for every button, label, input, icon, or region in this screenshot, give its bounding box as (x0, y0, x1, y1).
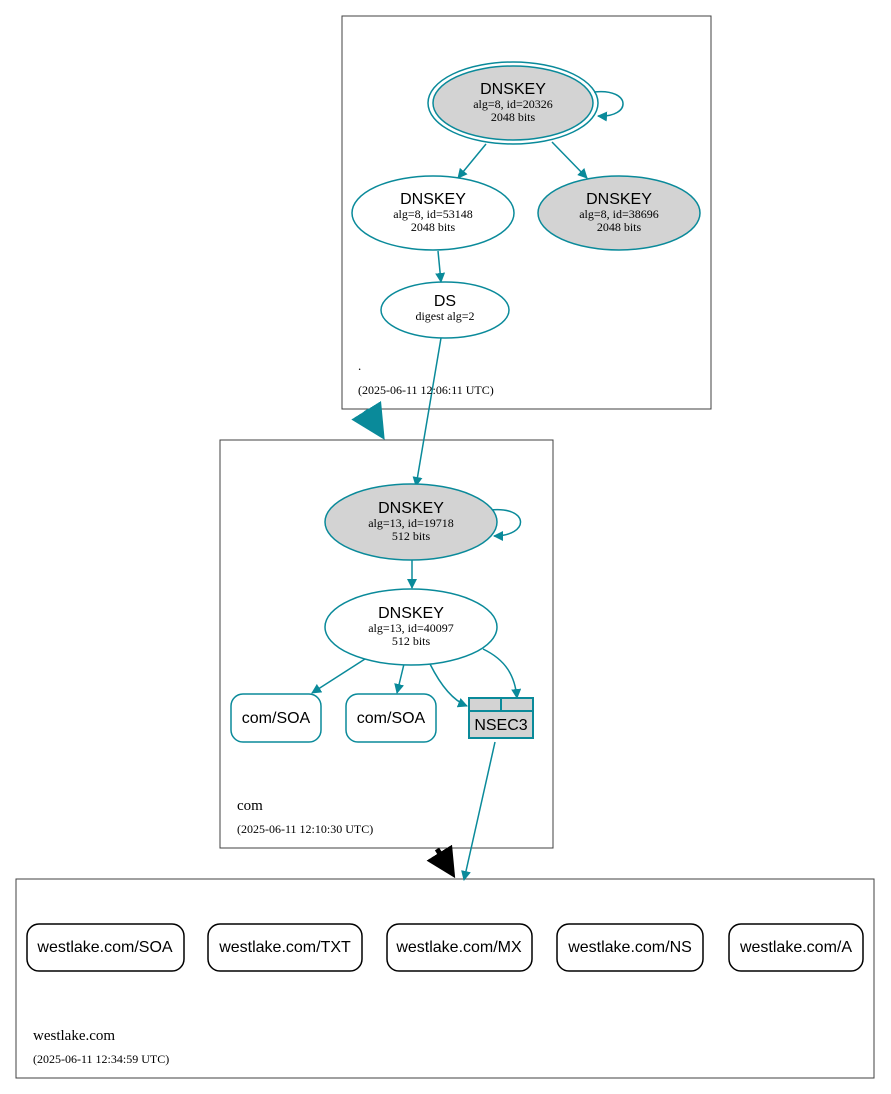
westlake-ns-label: westlake.com/NS (567, 939, 692, 956)
com-soa-node-1[interactable]: com/SOA (230, 693, 322, 743)
com-zsk-detail: alg=13, id=40097 (368, 621, 454, 635)
westlake-mx-node[interactable]: westlake.com/MX (386, 923, 533, 972)
com-zone-timestamp: (2025-06-11 12:10:30 UTC) (237, 822, 373, 836)
ds-detail: digest alg=2 (415, 309, 474, 323)
root-standby-detail: alg=8, id=38696 (579, 207, 659, 221)
com-zone-name: com (237, 798, 263, 814)
westlake-soa-label: westlake.com/SOA (36, 939, 172, 956)
com-zsk-node[interactable]: DNSKEY alg=13, id=40097 512 bits (324, 588, 498, 666)
com-zsk-title: DNSKEY (378, 605, 444, 622)
com-nsec3-node[interactable]: NSEC3 (468, 697, 534, 739)
westlake-txt-label: westlake.com/TXT (218, 939, 351, 956)
com-ksk-size: 512 bits (392, 529, 431, 543)
root-ksk-title: DNSKEY (480, 81, 546, 98)
westlake-soa-node[interactable]: westlake.com/SOA (26, 923, 185, 972)
edge-root-ksk-to-zsk (457, 143, 487, 179)
edge-root-ksk-self (593, 90, 624, 122)
zone-com-box (219, 439, 554, 849)
edge-com-zsk-to-soa1 (311, 658, 366, 694)
edge-com-zsk-to-nsec3-b (482, 648, 522, 699)
edge-nsec3-to-westlake (461, 741, 496, 881)
westlake-zone-timestamp: (2025-06-11 12:34:59 UTC) (33, 1052, 169, 1066)
westlake-txt-node[interactable]: westlake.com/TXT (207, 923, 363, 972)
edge-root-zsk-to-ds (435, 250, 446, 283)
edge-ds-to-com-ksk (412, 337, 442, 487)
root-zone-timestamp: (2025-06-11 12:06:11 UTC) (358, 383, 494, 397)
com-ksk-detail: alg=13, id=19718 (368, 516, 454, 530)
westlake-a-label: westlake.com/A (739, 939, 852, 956)
com-ksk-node[interactable]: DNSKEY alg=13, id=19718 512 bits (324, 483, 498, 561)
zone-westlake-box (15, 878, 875, 1079)
com-soa-label-2: com/SOA (357, 710, 426, 727)
root-standby-key-node[interactable]: DNSKEY alg=8, id=38696 2048 bits (537, 175, 701, 251)
westlake-a-node[interactable]: westlake.com/A (728, 923, 864, 972)
root-ksk-detail: alg=8, id=20326 (473, 97, 553, 111)
root-standby-title: DNSKEY (586, 191, 652, 208)
root-standby-size: 2048 bits (597, 220, 642, 234)
delegation-com-to-westlake-arrow (426, 844, 456, 879)
edge-root-ksk-to-standby (551, 141, 588, 179)
westlake-mx-label: westlake.com/MX (395, 939, 522, 956)
westlake-ns-node[interactable]: westlake.com/NS (556, 923, 704, 972)
com-soa-label-1: com/SOA (242, 710, 311, 727)
root-zone-name: . (358, 358, 361, 373)
nsec3-label: NSEC3 (474, 717, 527, 734)
root-zsk-size: 2048 bits (411, 220, 456, 234)
root-ksk-node[interactable]: DNSKEY alg=8, id=20326 2048 bits (427, 61, 599, 145)
root-zsk-detail: alg=8, id=53148 (393, 207, 473, 221)
delegation-root-to-com-arrow (351, 400, 385, 440)
edge-com-zsk-to-soa2 (394, 663, 405, 694)
root-zsk-title: DNSKEY (400, 191, 466, 208)
edge-com-ksk-self (489, 508, 522, 541)
root-ds-node[interactable]: DS digest alg=2 (380, 281, 510, 339)
com-soa-node-2[interactable]: com/SOA (345, 693, 437, 743)
edge-com-zsk-to-nsec3-a (429, 663, 468, 708)
westlake-zone-name: westlake.com (33, 1028, 115, 1044)
root-ksk-size: 2048 bits (491, 110, 536, 124)
zone-root-box (341, 15, 712, 410)
root-zsk-node[interactable]: DNSKEY alg=8, id=53148 2048 bits (351, 175, 515, 251)
ds-title: DS (434, 293, 456, 310)
com-ksk-title: DNSKEY (378, 500, 444, 517)
com-zsk-size: 512 bits (392, 634, 431, 648)
